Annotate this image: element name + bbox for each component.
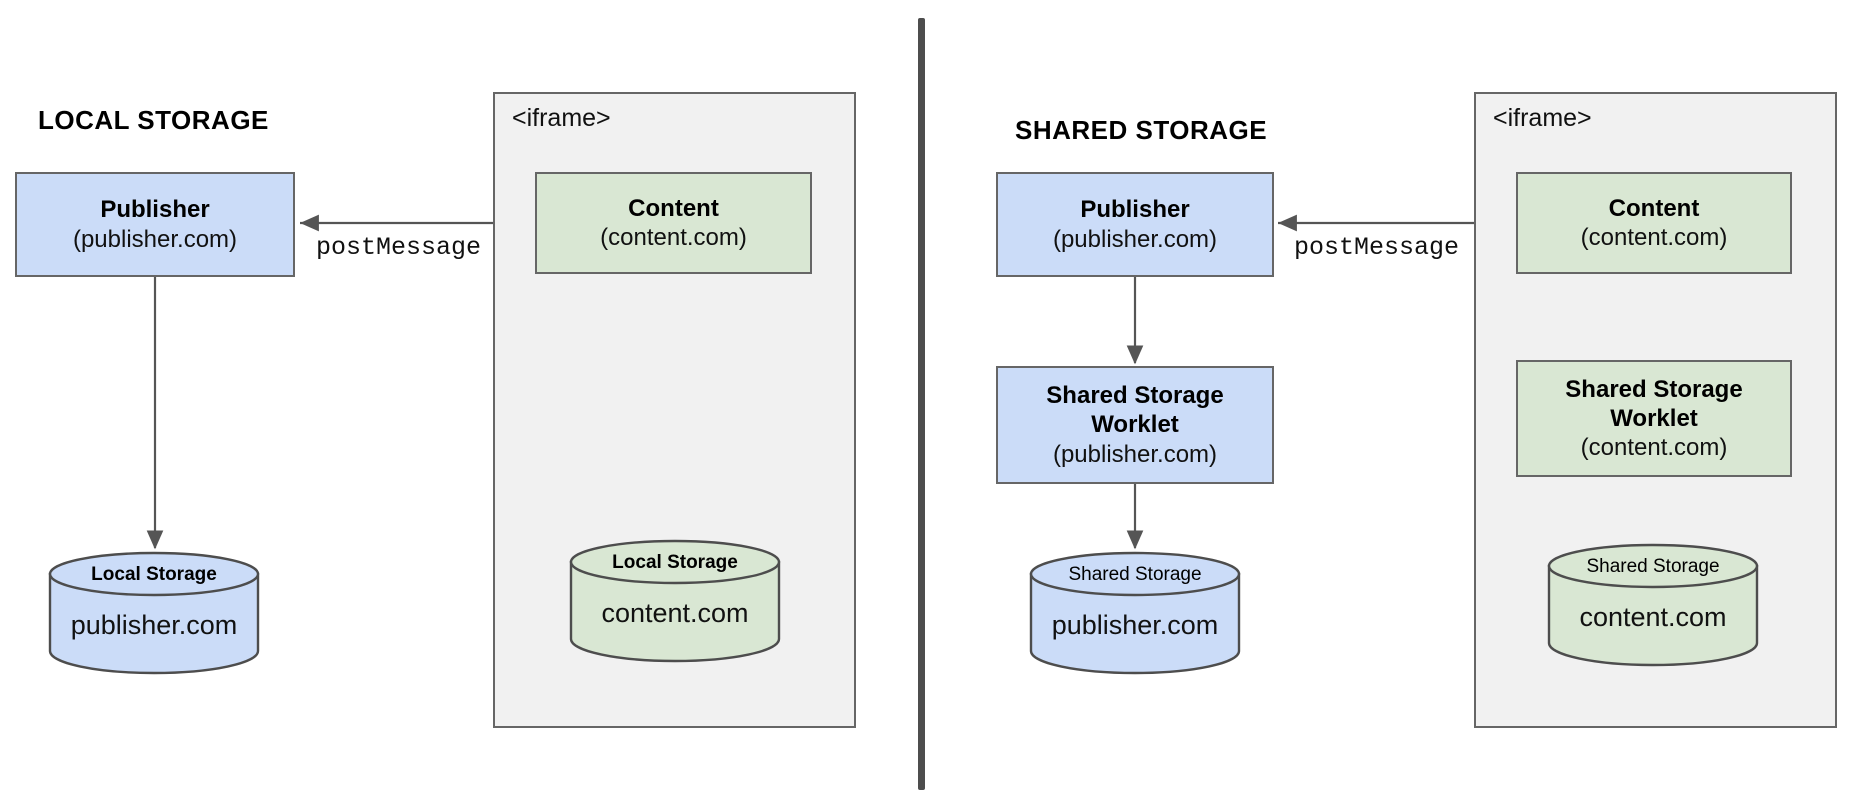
right-postmessage-label: postMessage [1294, 233, 1460, 262]
left-publisher-storage-cylinder[interactable]: Local Storage publisher.com [48, 551, 260, 675]
left-content-title: Content [628, 194, 719, 222]
right-content-worklet-title-line1: Shared Storage [1565, 375, 1743, 403]
right-iframe-label: <iframe> [1493, 104, 1592, 132]
right-content-worklet-subtitle: (content.com) [1580, 434, 1728, 462]
right-content-storage-cylinder[interactable]: Shared Storage content.com [1547, 543, 1759, 667]
cylinder-shape [569, 539, 781, 663]
right-publisher-worklet-title-line1: Shared Storage [1046, 382, 1224, 410]
right-publisher-subtitle: (publisher.com) [1052, 225, 1218, 253]
right-content-storage-type: Shared Storage [1586, 556, 1720, 577]
right-content-node[interactable]: Content (content.com) [1516, 172, 1792, 274]
left-publisher-storage-origin: publisher.com [70, 610, 238, 640]
left-content-node[interactable]: Content (content.com) [535, 172, 812, 274]
left-content-storage-cylinder[interactable]: Local Storage content.com [569, 539, 781, 663]
right-content-worklet-node[interactable]: Shared Storage Worklet (content.com) [1516, 360, 1792, 477]
right-publisher-storage-origin: publisher.com [1051, 610, 1219, 640]
left-iframe-label: <iframe> [512, 104, 611, 132]
left-publisher-subtitle: (publisher.com) [72, 225, 238, 253]
left-section-title: LOCAL STORAGE [38, 105, 269, 135]
left-content-subtitle: (content.com) [600, 224, 747, 251]
right-content-subtitle: (content.com) [1580, 224, 1728, 251]
right-section-title: SHARED STORAGE [1015, 115, 1268, 145]
right-publisher-storage-cylinder[interactable]: Shared Storage publisher.com [1029, 551, 1241, 675]
right-content-worklet-title-line2: Worklet [1610, 404, 1698, 432]
left-content-storage-type: Local Storage [612, 552, 738, 573]
right-publisher-storage-type: Shared Storage [1068, 564, 1202, 585]
left-content-storage-origin: content.com [601, 598, 749, 628]
right-publisher-worklet-title-line2: Worklet [1091, 411, 1179, 439]
right-content-storage-origin: content.com [1579, 602, 1727, 632]
right-publisher-node[interactable]: Publisher (publisher.com) [996, 172, 1274, 277]
right-publisher-worklet-node[interactable]: Shared Storage Worklet (publisher.com) [996, 366, 1274, 484]
right-content-title: Content [1608, 194, 1700, 222]
left-publisher-title: Publisher [100, 196, 210, 224]
left-postmessage-label: postMessage [316, 233, 482, 262]
cylinder-shape [1547, 543, 1759, 667]
right-publisher-title: Publisher [1080, 196, 1190, 224]
center-divider [918, 18, 925, 790]
left-publisher-storage-type: Local Storage [91, 564, 217, 585]
right-publisher-worklet-subtitle: (publisher.com) [1052, 440, 1218, 468]
left-publisher-node[interactable]: Publisher (publisher.com) [15, 172, 295, 277]
cylinder-shape [48, 551, 260, 675]
cylinder-shape [1029, 551, 1241, 675]
